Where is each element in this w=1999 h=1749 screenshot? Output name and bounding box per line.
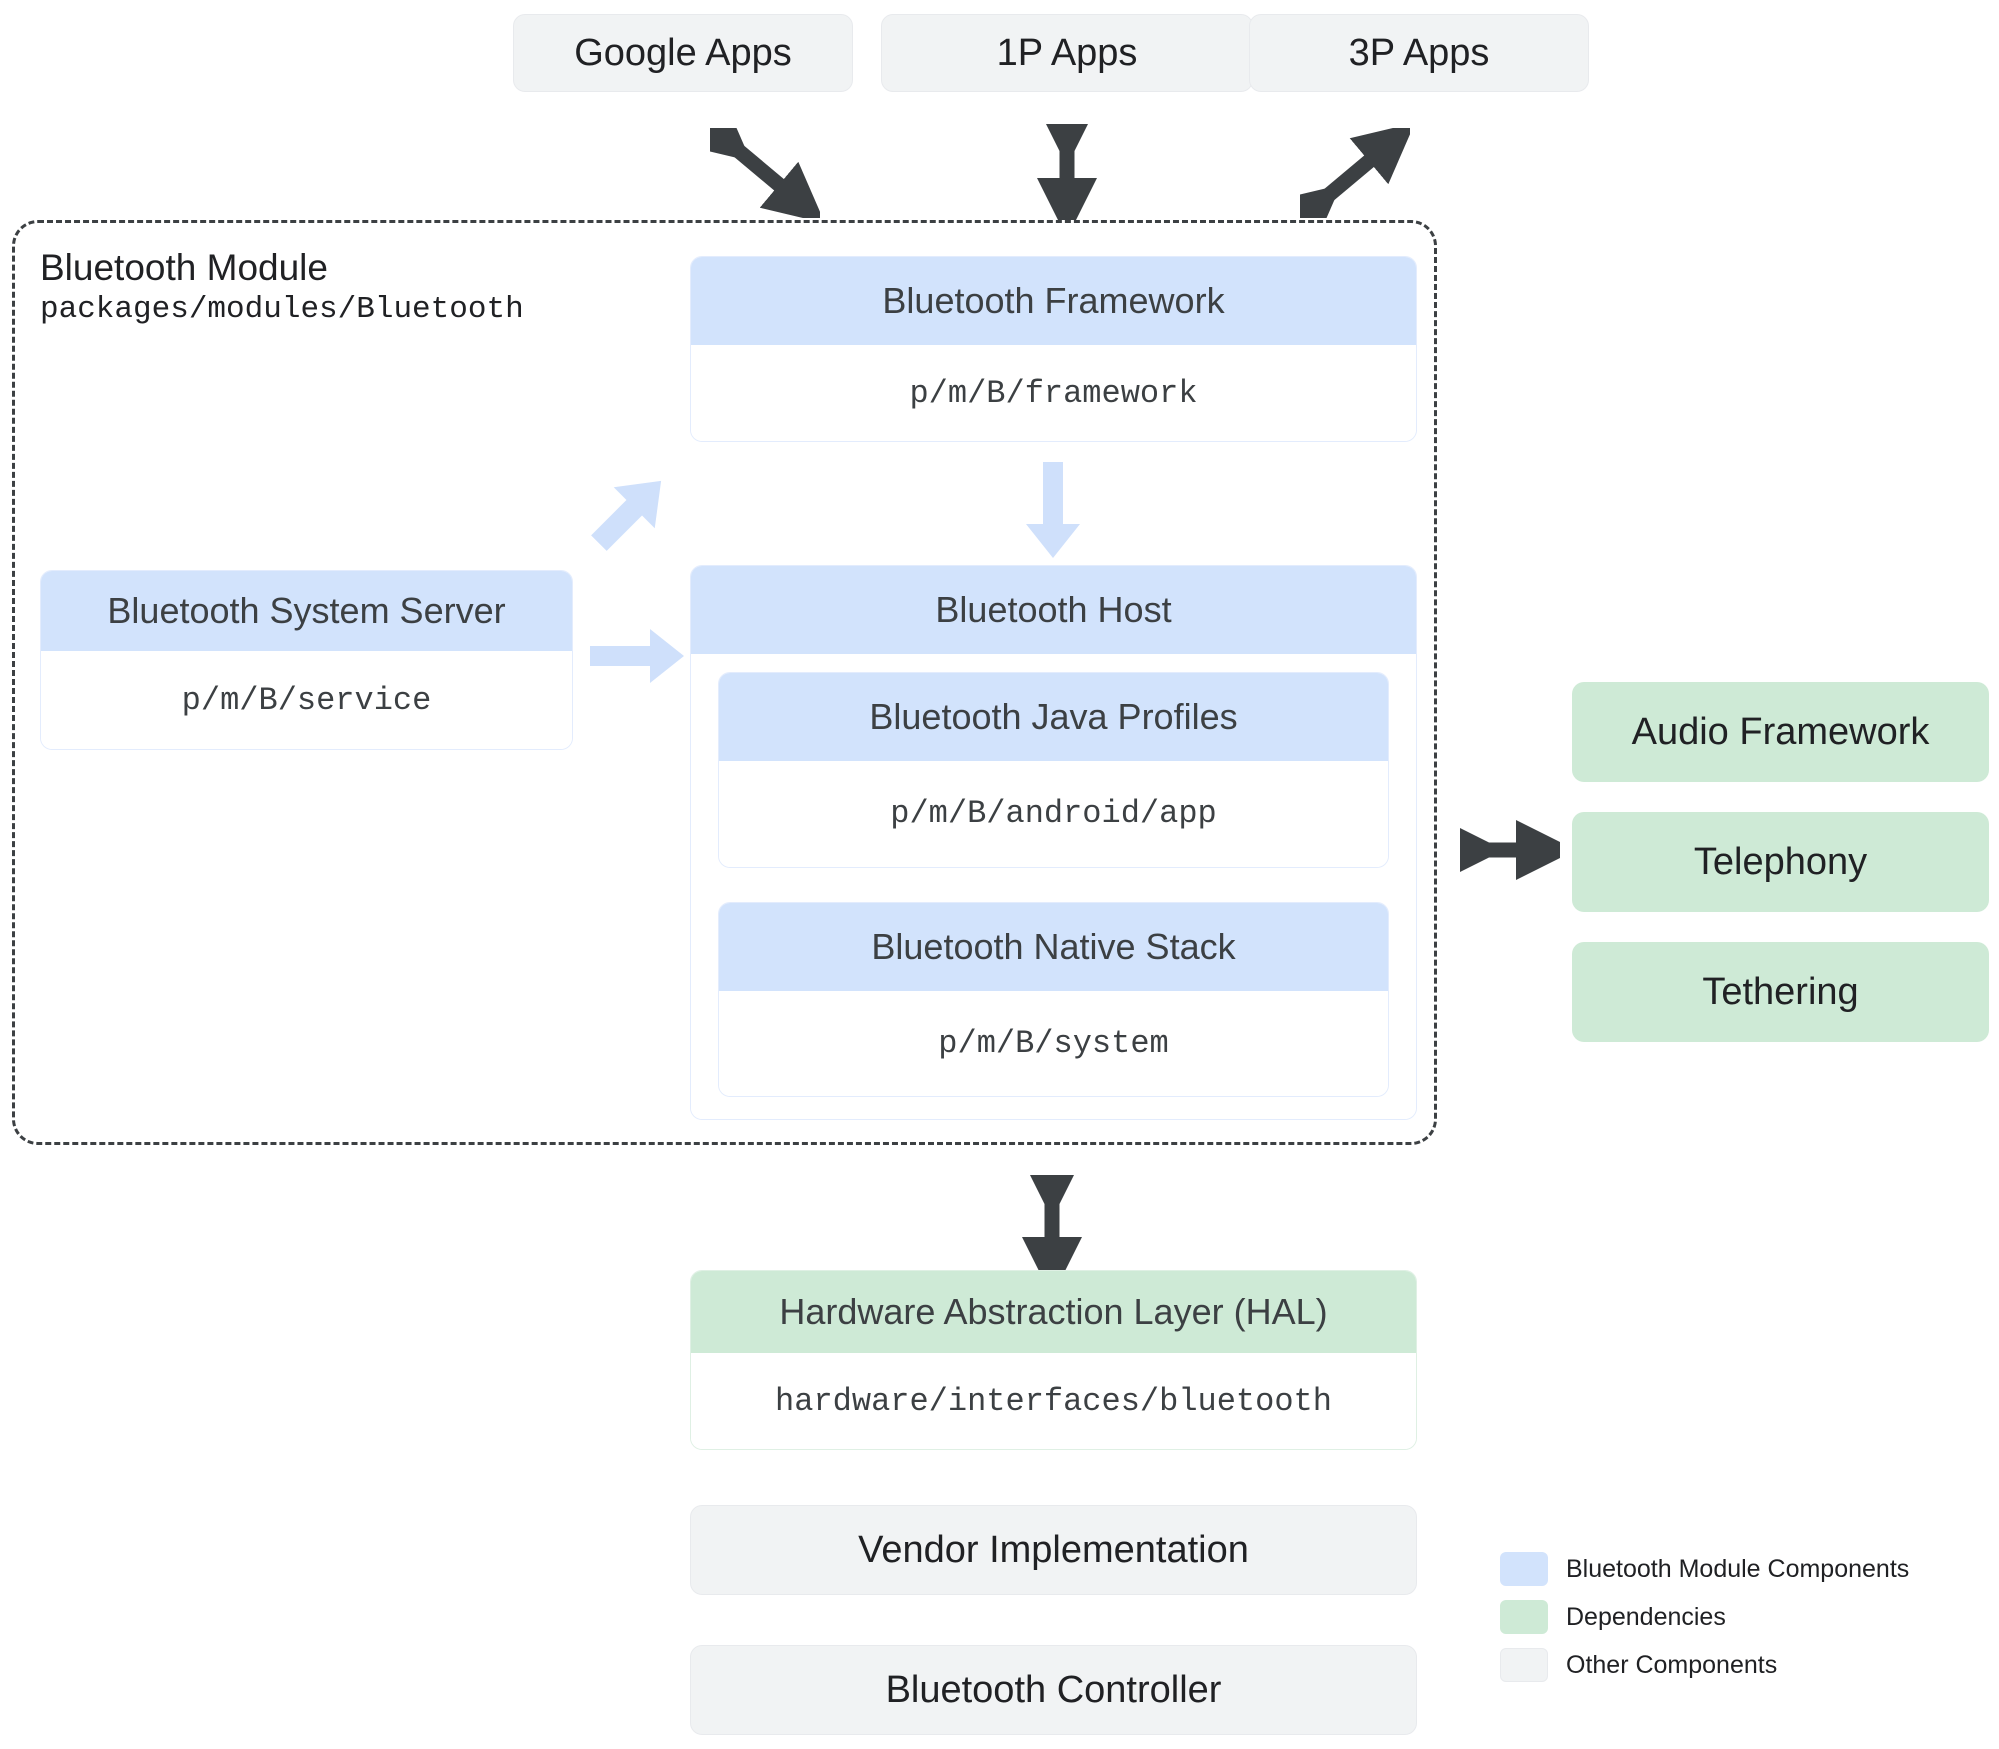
bluetooth-controller-label: Bluetooth Controller bbox=[885, 1668, 1222, 1711]
app-box-1p-apps-label: 1P Apps bbox=[996, 31, 1138, 74]
arrow-system-server-to-host bbox=[590, 629, 684, 683]
hal-path: hardware/interfaces/bluetooth bbox=[691, 1353, 1416, 1449]
legend: Bluetooth Module Components Dependencies… bbox=[1500, 1552, 1909, 1682]
legend-item-dependencies: Dependencies bbox=[1500, 1600, 1909, 1634]
dependency-box-tethering[interactable]: Tethering bbox=[1572, 942, 1989, 1042]
bluetooth-native-stack-title: Bluetooth Native Stack bbox=[719, 902, 1388, 991]
bluetooth-module-container bbox=[12, 220, 1437, 1145]
legend-swatch-green bbox=[1500, 1600, 1548, 1634]
arrow-1p-apps-to-framework bbox=[1037, 124, 1097, 220]
legend-item-other-components: Other Components bbox=[1500, 1648, 1909, 1682]
bluetooth-system-server-card[interactable]: Bluetooth System Server p/m/B/service bbox=[40, 570, 573, 750]
bluetooth-java-profiles-card[interactable]: Bluetooth Java Profiles p/m/B/android/ap… bbox=[718, 672, 1389, 868]
legend-label-other-components: Other Components bbox=[1566, 1650, 1778, 1679]
arrow-framework-to-host bbox=[1026, 462, 1080, 558]
dependency-box-telephony-label: Telephony bbox=[1693, 840, 1868, 883]
legend-label-module-components: Bluetooth Module Components bbox=[1566, 1554, 1910, 1583]
bluetooth-framework-path: p/m/B/framework bbox=[691, 345, 1416, 441]
bluetooth-system-server-path: p/m/B/service bbox=[41, 651, 572, 749]
dependency-box-audio-framework-label: Audio Framework bbox=[1631, 710, 1930, 753]
legend-swatch-blue bbox=[1500, 1552, 1548, 1586]
bluetooth-host-title: Bluetooth Host bbox=[691, 566, 1416, 654]
arrow-google-apps-to-framework bbox=[710, 128, 820, 218]
app-box-3p-apps-label: 3P Apps bbox=[1348, 31, 1490, 74]
bluetooth-host-children: Bluetooth Java Profiles p/m/B/android/ap… bbox=[691, 654, 1416, 1119]
hal-card[interactable]: Hardware Abstraction Layer (HAL) hardwar… bbox=[690, 1270, 1417, 1450]
vendor-implementation-box[interactable]: Vendor Implementation bbox=[690, 1505, 1417, 1595]
bluetooth-host-card[interactable]: Bluetooth Host Bluetooth Java Profiles p… bbox=[690, 565, 1417, 1120]
bluetooth-native-stack-card[interactable]: Bluetooth Native Stack p/m/B/system bbox=[718, 901, 1389, 1097]
legend-item-module-components: Bluetooth Module Components bbox=[1500, 1552, 1909, 1586]
arrow-host-to-dependencies bbox=[1460, 820, 1560, 880]
app-box-google-apps-label: Google Apps bbox=[574, 31, 792, 74]
bluetooth-framework-title: Bluetooth Framework bbox=[691, 257, 1416, 345]
bluetooth-module-title: Bluetooth Module bbox=[40, 247, 328, 288]
hal-title: Hardware Abstraction Layer (HAL) bbox=[691, 1271, 1416, 1353]
bluetooth-framework-card[interactable]: Bluetooth Framework p/m/B/framework bbox=[690, 256, 1417, 442]
bluetooth-native-stack-path: p/m/B/system bbox=[719, 990, 1388, 1096]
bluetooth-system-server-title: Bluetooth System Server bbox=[41, 571, 572, 651]
arrow-framework-to-system-server bbox=[591, 480, 662, 551]
arrow-3p-apps-to-framework bbox=[1300, 128, 1410, 218]
bluetooth-java-profiles-path: p/m/B/android/app bbox=[719, 761, 1388, 867]
app-box-3p-apps[interactable]: 3P Apps bbox=[1249, 14, 1589, 92]
dependency-box-tethering-label: Tethering bbox=[1702, 970, 1859, 1013]
bluetooth-java-profiles-title: Bluetooth Java Profiles bbox=[719, 673, 1388, 761]
bluetooth-controller-box[interactable]: Bluetooth Controller bbox=[690, 1645, 1417, 1735]
legend-label-dependencies: Dependencies bbox=[1566, 1602, 1726, 1631]
arrow-module-to-hal bbox=[1022, 1175, 1082, 1281]
dependency-box-telephony[interactable]: Telephony bbox=[1572, 812, 1989, 912]
legend-swatch-grey bbox=[1500, 1648, 1548, 1682]
vendor-implementation-label: Vendor Implementation bbox=[858, 1528, 1249, 1571]
dependency-box-audio-framework[interactable]: Audio Framework bbox=[1572, 682, 1989, 782]
bluetooth-module-path: packages/modules/Bluetooth bbox=[40, 292, 524, 327]
app-box-1p-apps[interactable]: 1P Apps bbox=[881, 14, 1253, 92]
app-box-google-apps[interactable]: Google Apps bbox=[513, 14, 853, 92]
